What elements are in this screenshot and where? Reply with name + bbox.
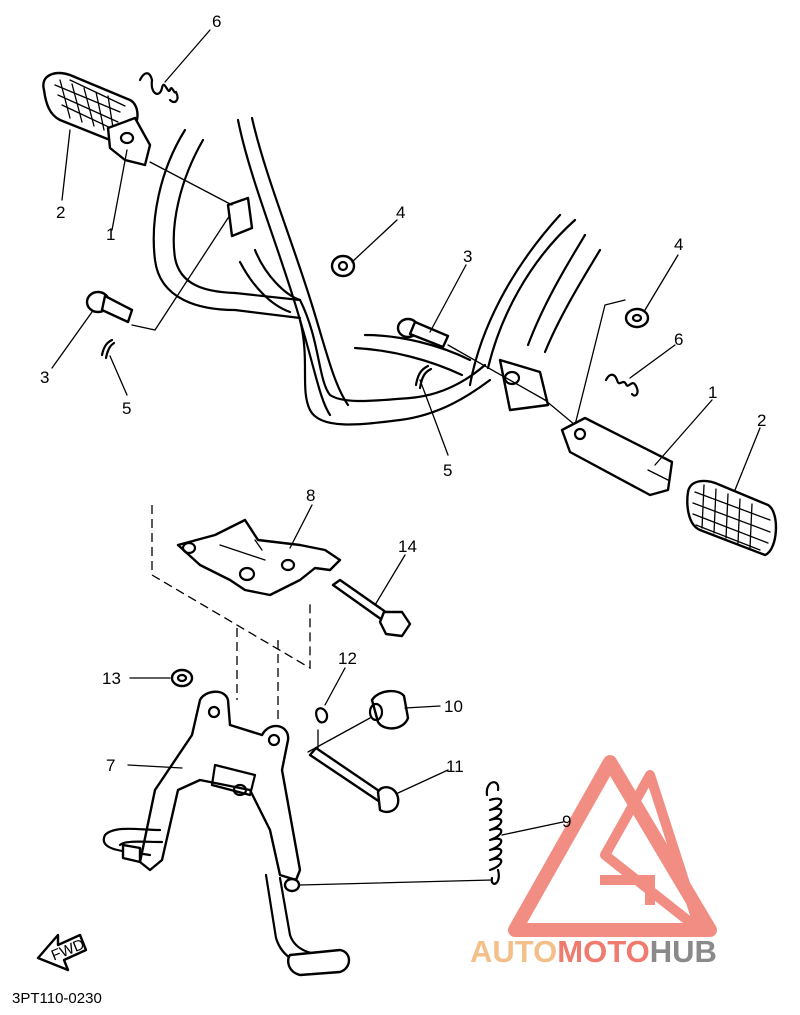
shaft-11	[308, 746, 400, 814]
callout-14: 14	[398, 537, 417, 556]
footrest-bracket-left	[106, 116, 152, 167]
fwd-arrow: FWD	[36, 933, 88, 972]
washer-4-right	[624, 307, 650, 329]
bolt-14	[331, 578, 412, 638]
watermark-g-stroke	[600, 875, 655, 905]
callout-1-left: 1	[106, 225, 115, 244]
leader-lines	[51, 29, 761, 836]
callout-4-left: 4	[396, 203, 405, 222]
watermark-word-moto: MOTO	[557, 934, 649, 969]
frame-assembly	[152, 116, 602, 426]
callout-1-right: 1	[708, 383, 717, 402]
nut-13	[170, 668, 194, 688]
callout-7: 7	[106, 756, 115, 775]
callout-2-left: 2	[56, 203, 65, 222]
callout-5-right: 5	[443, 461, 452, 480]
stand-bracket-8	[176, 518, 342, 597]
callout-2-right: 2	[757, 411, 766, 430]
callout-8: 8	[306, 486, 315, 505]
callout-3-left: 3	[40, 368, 49, 387]
collar-10	[368, 689, 410, 730]
spring-6-left	[138, 72, 179, 104]
watermark-triangle-outer	[508, 755, 717, 937]
cotter-pin-5-left	[100, 338, 116, 360]
watermark-word-auto: AUTO	[470, 934, 557, 969]
callout-11: 11	[446, 757, 464, 776]
callout-4-right: 4	[674, 235, 683, 254]
callout-13: 13	[102, 669, 121, 688]
callout-10: 10	[444, 697, 463, 716]
pin-3-right	[396, 317, 450, 349]
spring-9	[485, 781, 503, 885]
footrest-right	[686, 479, 778, 557]
diagram-code: 3PT110-0230	[12, 990, 102, 1007]
cotter-pin-5-right	[414, 364, 433, 390]
callout-5-left: 5	[122, 399, 131, 418]
watermark-triangle-inner	[600, 770, 705, 935]
center-stand-7	[102, 690, 351, 977]
washer-4-left	[330, 254, 356, 278]
callout-9: 9	[562, 812, 571, 831]
callout-6-left: 6	[212, 12, 221, 31]
callout-6-right: 6	[674, 330, 683, 349]
clip-12	[315, 707, 329, 749]
watermark-wordmark: AUTOMOTOHUB	[470, 934, 717, 969]
footrest-left	[42, 71, 139, 142]
callout-labels: 6 2 1 4 3 5 3 4 6 1 2 5 8 14 13 12 10 7 …	[40, 12, 766, 831]
callout-3-right: 3	[463, 247, 472, 266]
watermark-logo	[508, 755, 717, 937]
spring-6-right	[604, 373, 639, 397]
pin-3-left	[85, 290, 134, 324]
footrest-bracket-right	[560, 416, 674, 497]
watermark-word-hub: HUB	[650, 934, 717, 969]
callout-12: 12	[338, 649, 357, 668]
